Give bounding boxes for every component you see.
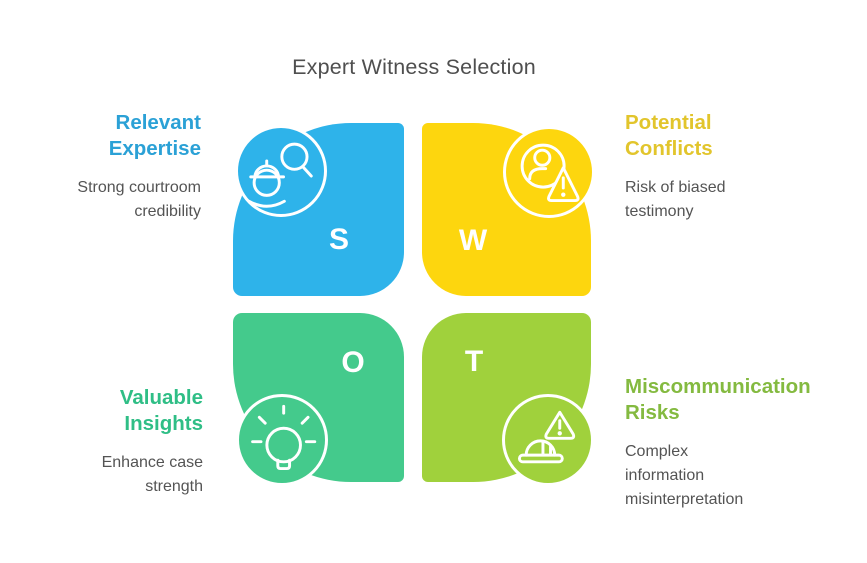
heading-line: Potential	[625, 111, 712, 134]
heading-line: Risks	[625, 401, 680, 424]
engineer-search-glyph	[247, 142, 313, 208]
label-strengths-heading: Relevant Expertise	[20, 110, 201, 162]
body-line: strength	[145, 478, 203, 495]
label-weaknesses-body: Risk of biased testimony	[625, 176, 840, 224]
body-line: credibility	[134, 203, 201, 220]
body-line: Enhance case	[101, 454, 203, 471]
label-opportunities-heading: Valuable Insights	[20, 385, 203, 437]
label-opportunities-body: Enhance case strength	[20, 451, 203, 499]
body-line: information	[625, 467, 705, 484]
engineer-search-icon	[235, 125, 327, 217]
user-warning-glyph	[520, 143, 580, 203]
body-line: Complex	[625, 443, 689, 460]
hazard-warning-glyph	[517, 410, 576, 464]
body-line: Risk of biased	[625, 179, 726, 196]
label-opportunities: Valuable Insights Enhance case strength	[20, 385, 203, 499]
heading-line: Expertise	[108, 137, 201, 160]
diagram-title: Expert Witness Selection	[292, 55, 536, 79]
label-threats-heading: Miscommunication Risks	[625, 374, 857, 426]
label-strengths-body: Strong courtroom credibility	[20, 176, 201, 224]
heading-line: Relevant	[115, 111, 201, 134]
label-strengths: Relevant Expertise Strong courtroom cred…	[20, 110, 201, 224]
label-weaknesses: Potential Conflicts Risk of biased testi…	[625, 110, 840, 224]
letter-opportunities: O	[341, 346, 365, 379]
label-weaknesses-heading: Potential Conflicts	[625, 110, 840, 162]
heading-line: Conflicts	[625, 137, 713, 160]
letter-threats: T	[464, 345, 484, 378]
lightbulb-glyph	[251, 404, 317, 471]
user-warning-icon	[503, 126, 595, 218]
letter-weaknesses: W	[458, 224, 488, 257]
body-line: testimony	[625, 203, 694, 220]
body-line: Strong courtroom	[77, 179, 201, 196]
label-threats-body: Complex information misinterpretation	[625, 440, 857, 512]
heading-line: Miscommunication	[625, 375, 811, 398]
lightbulb-icon	[236, 394, 328, 486]
body-line: misinterpretation	[625, 491, 744, 508]
hazard-warning-icon	[502, 394, 594, 486]
letter-strengths: S	[328, 223, 350, 256]
heading-line: Insights	[124, 412, 203, 435]
heading-line: Valuable	[119, 386, 203, 409]
label-threats: Miscommunication Risks Complex informati…	[625, 374, 857, 512]
